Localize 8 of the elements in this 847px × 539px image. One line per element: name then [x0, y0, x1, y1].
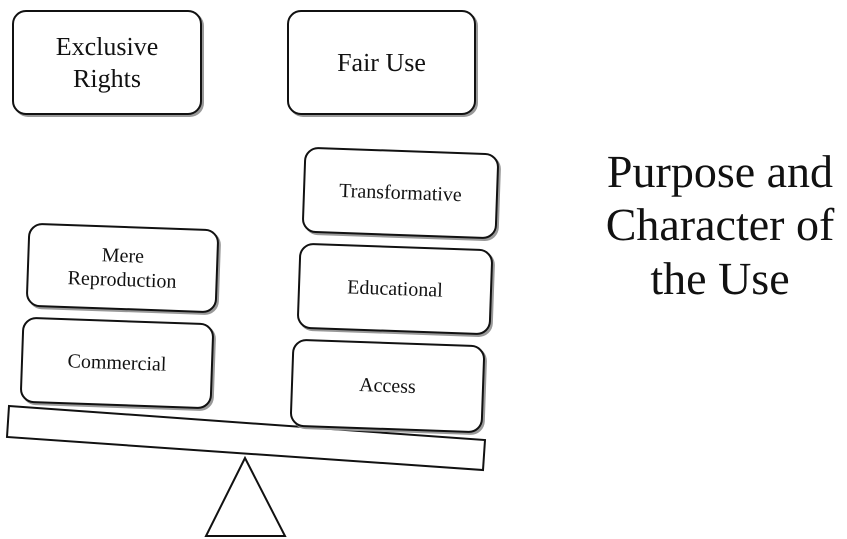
- weight-block: Commercial: [20, 316, 214, 410]
- weight-block: Access: [290, 338, 486, 434]
- weight-block: Educational: [296, 242, 494, 336]
- weight-block: Mere Reproduction: [26, 222, 220, 314]
- category-box: Fair Use: [287, 10, 476, 115]
- title: Purpose and Character of the Use: [604, 145, 836, 306]
- weight-block: Transformative: [302, 146, 500, 240]
- category-box: Exclusive Rights: [12, 10, 202, 115]
